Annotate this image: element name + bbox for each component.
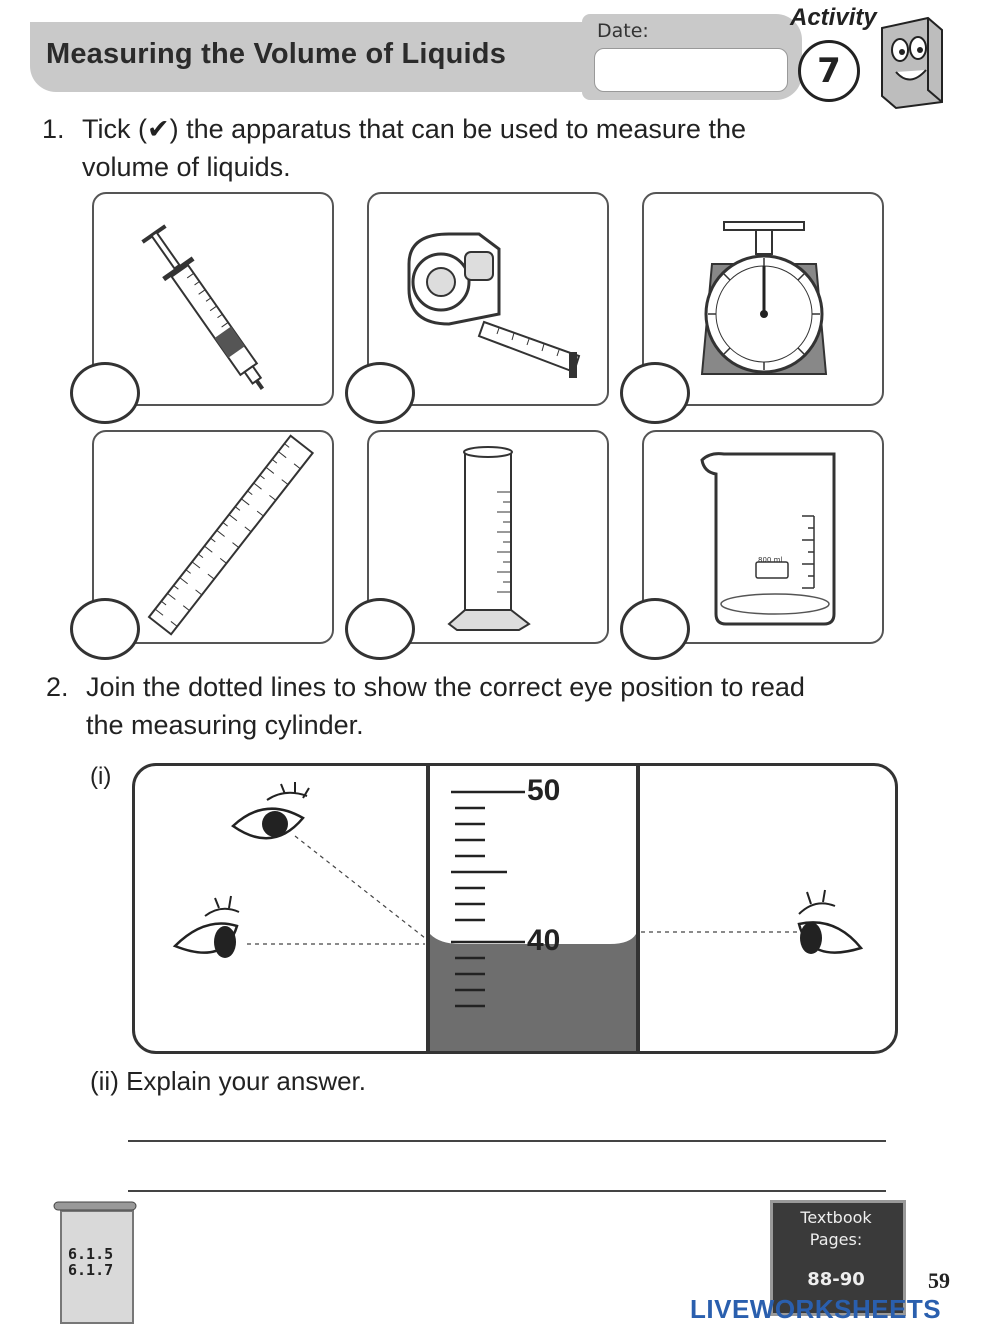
date-field[interactable]	[594, 48, 788, 92]
textbook-pages-range: 88-90	[807, 1269, 865, 1290]
question-1-line-2: volume of liquids.	[82, 152, 291, 182]
answer-line-2[interactable]	[128, 1190, 886, 1192]
question-2-line-2: the measuring cylinder.	[86, 710, 364, 740]
question-2-line-1: Join the dotted lines to show the correc…	[86, 672, 805, 702]
tick-circle-weighing-scale[interactable]	[620, 362, 690, 424]
page-number: 59	[928, 1268, 950, 1293]
measuring-cylinder-icon	[447, 446, 531, 631]
curriculum-code-1: 6.1.5	[68, 1245, 114, 1263]
ruler-icon	[147, 434, 315, 636]
date-label: Date:	[597, 20, 649, 42]
measuring-tape-icon	[407, 232, 581, 378]
beaker-label: 800 ml	[758, 556, 783, 564]
reading-diagram-graphic	[172, 766, 864, 1051]
syringe-icon	[141, 224, 265, 390]
apparatus-card-beaker: 800 ml	[642, 430, 884, 644]
textbook-pages-board	[770, 1200, 906, 1316]
apparatus-card-ruler	[92, 430, 334, 644]
question-1-number: 1.	[42, 114, 65, 144]
scale-label-50: 50	[527, 774, 561, 807]
weighing-scale-icon	[700, 221, 828, 375]
part-ii-prompt: (ii) Explain your answer.	[90, 1066, 366, 1096]
answer-line-1[interactable]	[128, 1140, 886, 1142]
textbook-pages-label: Pages:	[809, 1230, 863, 1249]
apparatus-card-measuring-tape	[367, 192, 609, 406]
textbook-label: Textbook	[800, 1208, 872, 1227]
eye-right-icon	[797, 889, 864, 954]
activity-label: Activity	[790, 4, 877, 31]
activity-number: 7	[798, 40, 860, 102]
apparatus-card-syringe	[92, 192, 334, 406]
question-1-line-1: Tick (✔) the apparatus that can be used …	[82, 114, 746, 144]
tick-circle-measuring-cylinder[interactable]	[345, 598, 415, 660]
tick-circle-measuring-tape[interactable]	[345, 362, 415, 424]
curriculum-code-panel	[60, 1210, 134, 1324]
eye-lower-left-icon	[172, 895, 240, 958]
beaker-icon	[700, 452, 836, 626]
book-mascot-icon	[881, 16, 943, 110]
scale-label-40: 40	[527, 924, 561, 957]
curriculum-code-2: 6.1.7	[68, 1261, 114, 1279]
scroll-rod-icon	[53, 1201, 137, 1211]
page-title: Measuring the Volume of Liquids	[46, 38, 507, 70]
tick-circle-beaker[interactable]	[620, 598, 690, 660]
eye-upper-left-icon	[231, 782, 310, 840]
apparatus-card-weighing-scale	[642, 192, 884, 406]
eye-position-diagram: 50 40	[132, 763, 898, 1054]
question-2-number: 2.	[46, 672, 69, 702]
title-banner	[30, 22, 590, 92]
part-i-label: (i)	[90, 763, 112, 790]
tick-circle-ruler[interactable]	[70, 598, 140, 660]
liveworksheets-watermark: LIVEWORKSHEETS	[690, 1294, 942, 1324]
tick-circle-syringe[interactable]	[70, 362, 140, 424]
apparatus-card-measuring-cylinder	[367, 430, 609, 644]
